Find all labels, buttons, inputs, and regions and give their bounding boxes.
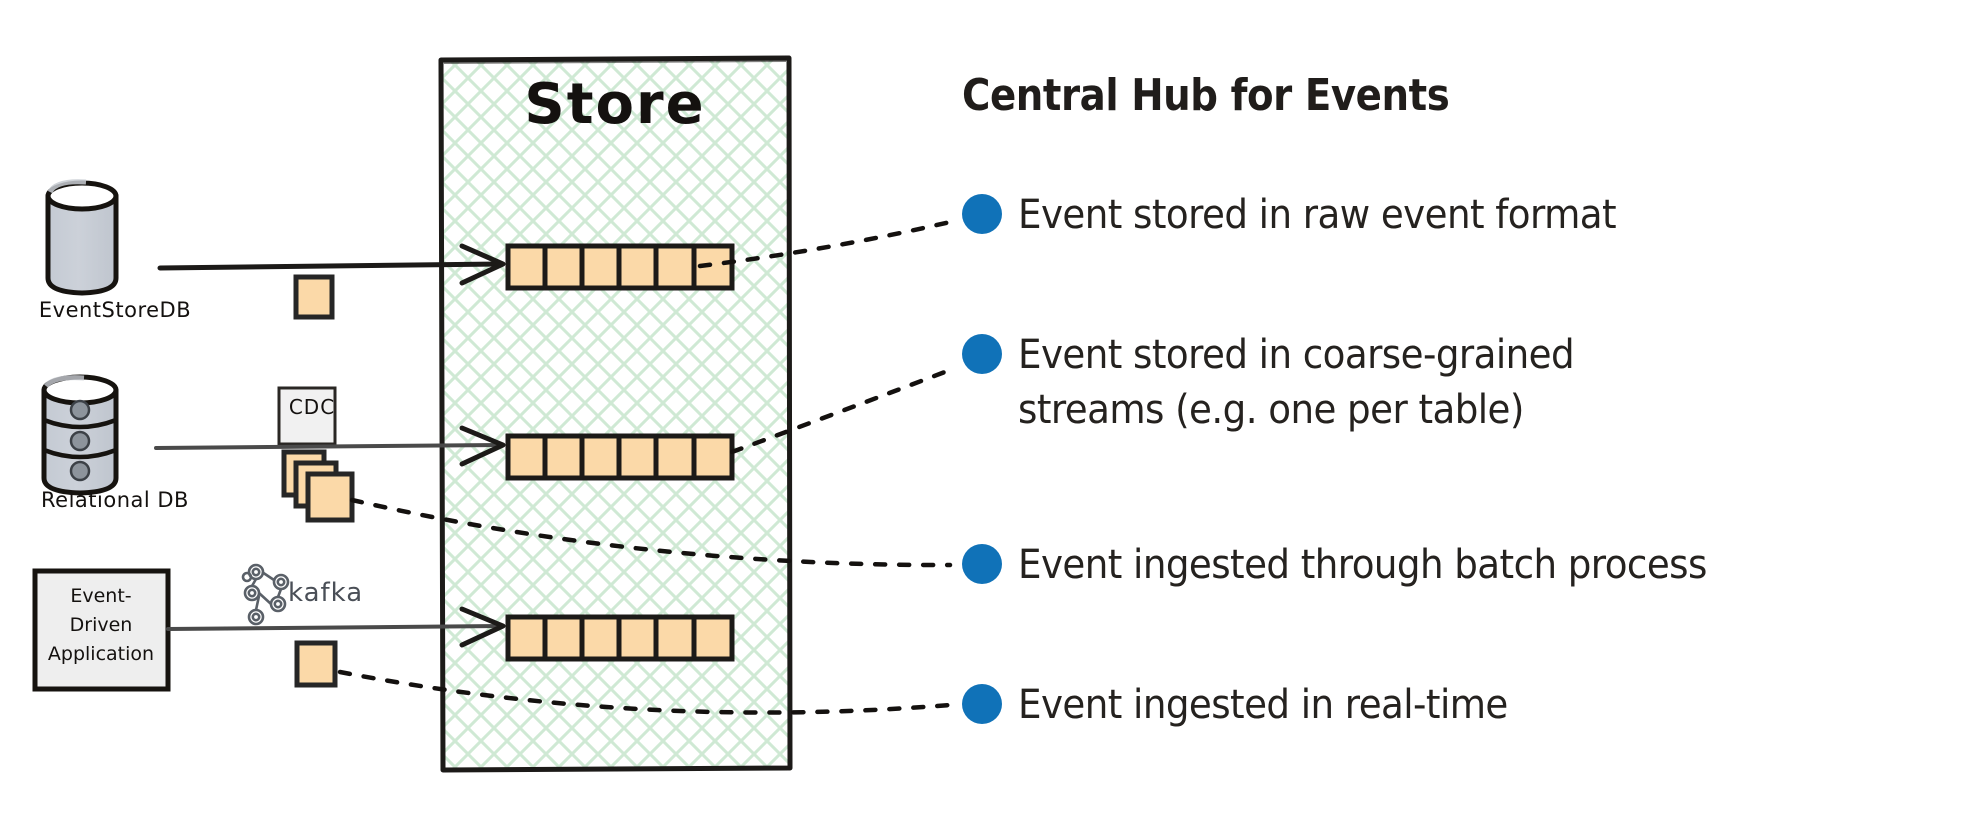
arrow-eda-to-store xyxy=(166,606,506,648)
kafka-icon xyxy=(241,563,290,626)
arrow-relational-to-store xyxy=(154,425,506,467)
arrow-eventstoredb-to-store xyxy=(157,243,506,286)
callout-text: Event stored in raw event format xyxy=(1018,188,1617,243)
cdc-box xyxy=(277,386,337,446)
payload-card-eventstoredb xyxy=(293,274,335,320)
payload-card-eda xyxy=(294,640,338,688)
callout-text: Event ingested in real-time xyxy=(1018,678,1508,733)
callout-line: Event stored in coarse-grained xyxy=(1018,332,1575,378)
eventstoredb-label: EventStoreDB xyxy=(38,298,192,322)
bullet-dot-icon xyxy=(962,544,1002,584)
stream-row-1 xyxy=(505,243,735,291)
callout-panel: Central Hub for Events Event stored in r… xyxy=(962,70,1962,728)
callout-line-batch-process xyxy=(349,497,953,568)
store-title: Store xyxy=(524,72,706,137)
event-driven-application-shape xyxy=(32,568,171,692)
callout-line: streams (e.g. one per table) xyxy=(1018,387,1524,433)
callout-text: Event ingested through batch process xyxy=(1018,538,1707,593)
event-driven-application-label: Event- Driven Application xyxy=(40,582,162,669)
cdc-label: CDC xyxy=(288,395,336,419)
callout-line-real-time xyxy=(337,669,953,715)
callout-item-batch-process: Event ingested through batch process xyxy=(962,538,1759,593)
callout-item-coarse-grained: Event stored in coarse-grained streams (… xyxy=(962,328,1616,438)
stream-row-3 xyxy=(505,614,735,662)
page-title: Central Hub for Events xyxy=(962,70,1450,121)
payload-cards-relational xyxy=(281,449,355,523)
callout-item-real-time: Event ingested in real-time xyxy=(962,678,1545,733)
eventstoredb-shape xyxy=(45,179,119,296)
eda-label-line-1: Event- xyxy=(70,585,132,607)
callout-text: Event stored in coarse-grained streams (… xyxy=(1018,328,1575,438)
stream-row-2 xyxy=(505,433,735,481)
eda-label-line-3: Application xyxy=(47,643,155,665)
callout-line-coarse-grained xyxy=(729,367,953,455)
callout-line: Event ingested in real-time xyxy=(1018,682,1508,728)
callout-line-raw-format xyxy=(697,219,953,269)
relational-db-shape xyxy=(41,374,119,496)
callout-item-raw-format: Event stored in raw event format xyxy=(962,188,1661,243)
bullet-dot-icon xyxy=(962,684,1002,724)
kafka-label: kafka xyxy=(288,578,364,608)
bullet-dot-icon xyxy=(962,194,1002,234)
relational-db-label: Relational DB xyxy=(41,488,189,512)
callout-line: Event stored in raw event format xyxy=(1018,192,1617,238)
store-panel xyxy=(438,55,793,773)
callout-line: Event ingested through batch process xyxy=(1018,542,1707,588)
eda-label-line-2: Driven xyxy=(69,614,133,636)
bullet-dot-icon xyxy=(962,334,1002,374)
